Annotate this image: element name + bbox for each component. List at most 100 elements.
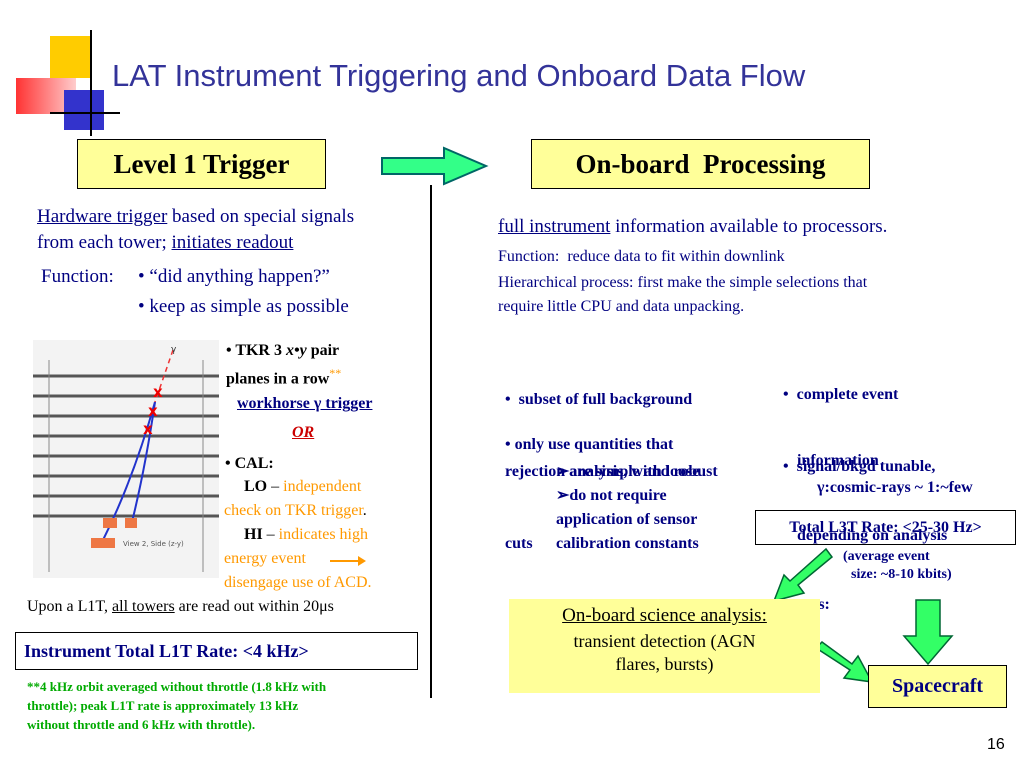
bullet-subset-l2: rejection analysis, with loose	[505, 463, 700, 480]
tower-text: from each tower;	[37, 232, 172, 253]
hi-label: HI	[244, 526, 263, 543]
lo-dash: –	[267, 478, 284, 495]
full-instrument-rest: information available to processors.	[610, 216, 888, 237]
hit-x-1: x	[153, 383, 163, 401]
arrow-right-small-icon	[814, 641, 874, 683]
diagram-gamma-label: γ	[171, 345, 177, 355]
hit-x-3: x	[143, 420, 153, 438]
gamma-ratio: γ:cosmic-rays ~ 1:~few	[817, 479, 973, 496]
column-divider	[430, 185, 432, 698]
sub-bullet-no-calib-1: ➢do not require	[556, 487, 667, 504]
logo-vertical-line	[90, 30, 92, 136]
footnote-stars: **	[329, 366, 342, 380]
function-line: Function: reduce data to fit within down…	[498, 248, 785, 265]
footnote-line-2: throttle); peak L1T rate is approximatel…	[27, 698, 299, 713]
logo-yellow-square	[50, 36, 92, 78]
science-title: On-board science analysis:	[562, 605, 767, 626]
tkr-xy: x•y	[285, 342, 307, 359]
bullet-subset: • subset of full background rejection an…	[505, 340, 699, 580]
l3t-rate-box: Total L3T Rate: <25-30 Hz>	[755, 510, 1016, 545]
hw-trigger-term: Hardware trigger	[37, 206, 168, 227]
hw-trigger-line: Hardware trigger based on special signal…	[37, 206, 354, 228]
hierarchical-line-1: Hierarchical process: first make the sim…	[498, 274, 868, 291]
hi-line: HI – indicates high	[244, 526, 368, 544]
cal-hit-1	[103, 518, 117, 528]
level1-trigger-header: Level 1 Trigger	[77, 139, 326, 189]
footnote-line-1: **4 kHz orbit averaged without throttle …	[27, 679, 327, 694]
function-label: Function:	[41, 266, 114, 287]
lo-line-2: check on TKR trigger.	[224, 502, 367, 520]
hierarchical-line-2: require little CPU and data unpacking.	[498, 298, 745, 315]
lo-line: LO – independent	[244, 478, 361, 496]
science-line-1: transient detection (AGN	[573, 631, 756, 651]
tunable-l2: depending on analysis	[797, 527, 948, 544]
onboard-processing-header: On-board Processing	[531, 139, 870, 189]
bullet-subset-l1: • subset of full background	[505, 391, 693, 408]
hi-dash: –	[262, 526, 279, 543]
readout-a: Upon a L1T,	[27, 598, 113, 615]
logo-horizontal-line	[50, 112, 120, 114]
hw-trigger-rest: based on special signals	[167, 206, 355, 227]
bullet-subset-l3: cuts	[505, 535, 533, 552]
sub-bullet-simple: ➢are simple and robust	[556, 463, 718, 480]
or-label: OR	[292, 424, 314, 442]
arrow-right-icon	[381, 146, 489, 186]
tkr-pair: pair	[306, 342, 340, 359]
complete-event-l1: • complete event	[783, 386, 899, 403]
cal-hit-3	[91, 538, 115, 548]
tower-line: from each tower; initiates readout	[37, 232, 293, 254]
spacecraft-box: Spacecraft	[868, 665, 1007, 708]
bullet-complete-event: • complete event information	[783, 340, 898, 494]
page-number: 16	[987, 736, 1005, 753]
full-instrument-term: full instrument	[498, 216, 611, 237]
avg-event-l2: size: ~8-10 kbits)	[851, 567, 952, 582]
avg-event-size: (average event size: ~8-10 kbits)	[843, 548, 952, 584]
lo-text-1: independent	[283, 478, 362, 495]
tkr-prefix: • TKR 3	[226, 342, 286, 359]
science-analysis-box: On-board science analysis: transient det…	[509, 599, 820, 693]
arrow-down-left-icon	[772, 547, 834, 603]
sub-bullets: ➢are simple and robust ➢do not require a…	[556, 460, 718, 556]
corner-logo	[10, 30, 120, 140]
page-title: LAT Instrument Triggering and Onboard Da…	[112, 58, 806, 93]
tracker-planes	[33, 374, 219, 518]
gamma-track-dashed	[154, 349, 174, 403]
avg-event-l1: (average event	[843, 549, 930, 564]
lo-period: .	[362, 502, 367, 519]
sub-bullet-no-calib-2: application of sensor	[556, 511, 698, 528]
small-arrow-icon	[330, 556, 366, 566]
function-bullet-1: • “did anything happen?”	[138, 266, 330, 287]
complete-event-l2: information	[797, 452, 879, 469]
readout-all-towers: all towers	[112, 598, 175, 615]
readout-b: are read out within 20μs	[174, 598, 334, 615]
bullet-quantities: • only use quantities that	[505, 436, 674, 453]
lo-label: LO	[244, 478, 268, 495]
tkr-line-1: • TKR 3 x•y pair	[226, 342, 339, 360]
function-bullet-2: • keep as simple as possible	[138, 296, 349, 317]
tunable-l1: • signal/bkgd tunable,	[783, 458, 936, 475]
sub-bullet-no-calib-3: calibration constants	[556, 535, 699, 552]
initiates-readout: initiates readout	[171, 232, 294, 253]
hi-text-1: indicates high	[278, 526, 368, 543]
footnote: **4 kHz orbit averaged without throttle …	[27, 677, 326, 734]
track-right	[130, 401, 156, 527]
l1t-rate-box: Instrument Total L1T Rate: <4 kHz>	[15, 632, 418, 670]
arrow-down-icon	[902, 599, 954, 666]
diagram-view-label: View 2, Side (z-y)	[123, 540, 184, 548]
lo-text-2: check on TKR trigger	[224, 502, 363, 519]
tracker-diagram: x x x γ View 2, Side (z-y)	[33, 340, 219, 578]
or-text: OR	[292, 424, 315, 441]
full-instrument-line: full instrument information available to…	[498, 216, 887, 238]
cal-hit-2	[125, 518, 137, 528]
tkr-line-2: planes in a row**	[226, 366, 341, 388]
cal-label: • CAL:	[225, 455, 274, 472]
logo-blue-square	[64, 90, 104, 130]
hit-x-2: x	[148, 402, 158, 420]
footnote-line-3: without throttle and 6 kHz with throttle…	[27, 717, 256, 732]
planes-text: planes in a row	[226, 370, 330, 388]
readout-line: Upon a L1T, all towers are read out with…	[27, 598, 334, 616]
hi-text-2: energy event	[224, 550, 306, 567]
hi-text-3: disengage use of ACD.	[224, 574, 372, 591]
workhorse-trigger: workhorse γ trigger	[237, 395, 373, 412]
science-line-2: flares, bursts)	[615, 654, 714, 674]
